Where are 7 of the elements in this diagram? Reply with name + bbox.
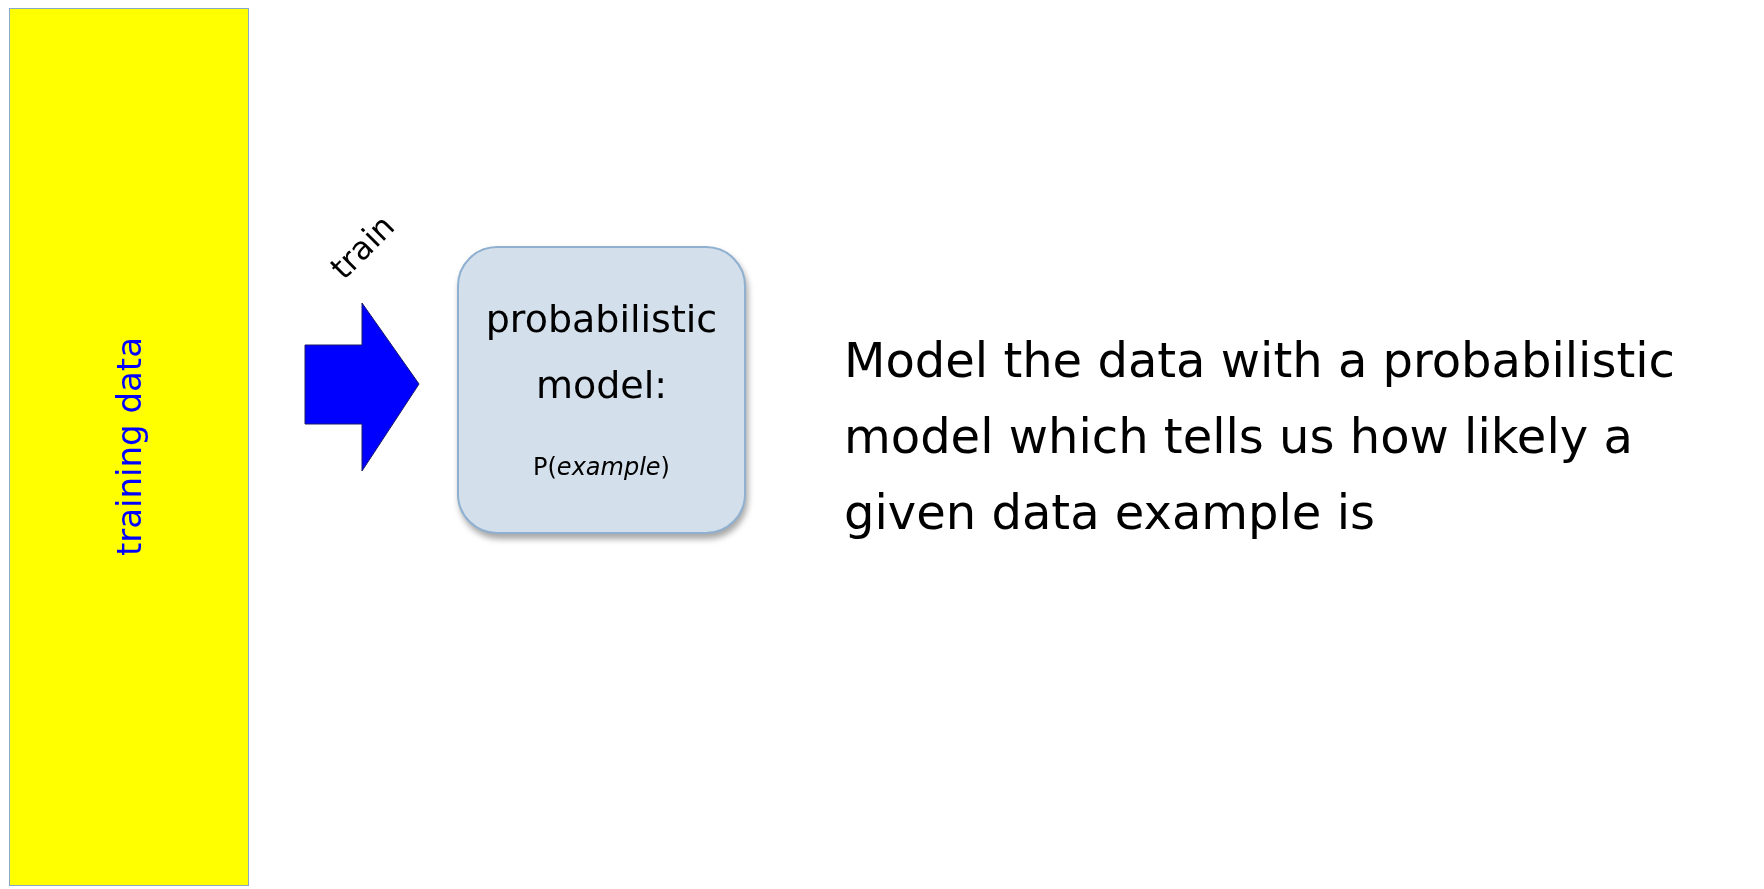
formula-text: P(example) bbox=[532, 453, 671, 481]
model-title: probabilistic model: bbox=[484, 296, 719, 409]
data-bar bbox=[9, 8, 249, 886]
model-box bbox=[457, 246, 746, 534]
description-text: Model the data with a probabilistic model which tells us how likely a given data example is bbox=[844, 331, 1676, 542]
bar-label: training data bbox=[109, 337, 149, 557]
block-arrow bbox=[304, 302, 420, 472]
